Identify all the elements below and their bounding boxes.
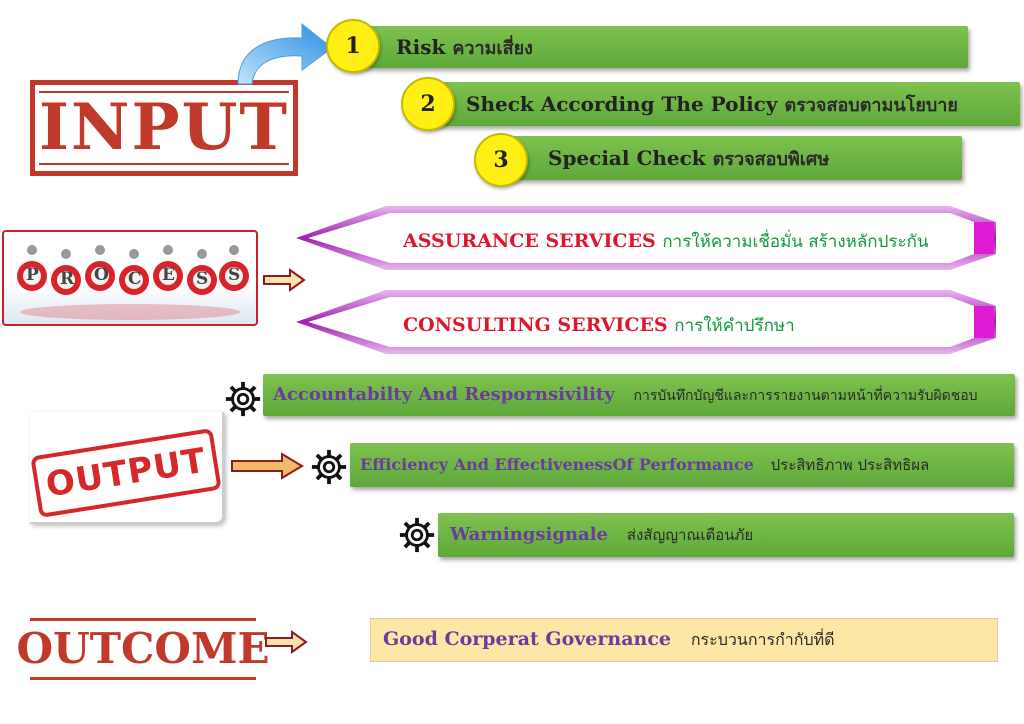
input-bar-2: Sheck According The Policy ตรวจสอบตามนโย… [428,82,1020,126]
gear-icon [311,449,347,485]
input-number-3: 3 [474,133,528,187]
consulting-label: CONSULTING SERVICES การให้คำปรึกษา [403,314,795,336]
outcome-box: Good Corperat Governance กระบวนการกำกับท… [370,618,998,662]
process-letters: P R O C E S S [26,265,241,289]
assurance-hexagon [296,206,996,270]
output-arrow-icon [231,452,304,480]
input-3-text: Special Check ตรวจสอบพิเศษ [548,145,830,170]
input-bar-1: Risk ความเสี่ยง [350,26,968,68]
output-bar-1: Accountabilty And Respornsivility การบัน… [263,374,1015,416]
input-2-text: Sheck According The Policy ตรวจสอบตามนโย… [466,91,958,116]
assurance-label: ASSURANCE SERVICES การให้ความเชื่อมั่น ส… [403,230,929,252]
process-arrow-icon [263,268,306,292]
outcome-stamp-text: OUTCOME [16,624,270,673]
output-stamp: OUTPUT [30,412,224,524]
output-3-text: Warningsignale ส่งสัญญาณเตือนภัย [450,524,754,545]
curved-arrow-icon [237,22,333,85]
process-image: P R O C E S S [2,230,258,326]
input-stamp: INPUT [30,80,298,176]
input-number-1: 1 [326,19,380,73]
output-bar-3: Warningsignale ส่งสัญญาณเตือนภัย [438,513,1014,557]
outcome-text: Good Corperat Governance กระบวนการกำกับท… [383,627,835,650]
gear-icon [225,381,261,417]
consulting-hexagon [296,290,996,354]
process-gears-graphic [17,245,249,320]
output-2-text: Efficiency And EffectivenessOf Performan… [360,455,930,474]
outcome-arrow-icon [265,630,308,654]
input-stamp-text: INPUT [39,90,289,165]
gear-icon [399,517,435,553]
output-1-text: Accountabilty And Respornsivility การบัน… [273,383,978,405]
output-bar-2: Efficiency And EffectivenessOf Performan… [350,443,1014,487]
input-bar-3: Special Check ตรวจสอบพิเศษ [502,136,962,180]
input-1-text: Risk ความเสี่ยง [396,34,533,59]
output-stamp-text: OUTPUT [43,440,209,506]
outcome-stamp: OUTCOME [17,618,270,680]
input-number-2: 2 [401,77,455,131]
output-stamp-frame: OUTPUT [30,427,222,519]
